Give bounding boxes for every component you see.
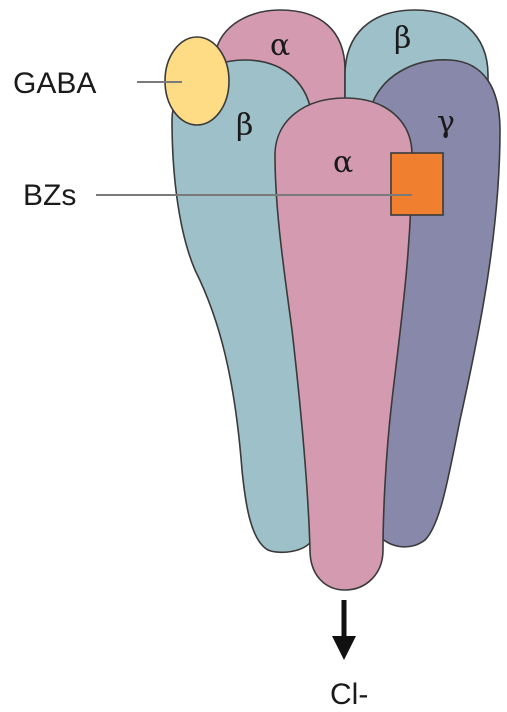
subunit-alpha-back-symbol: α [270,28,290,63]
arrow-down-icon [332,600,356,660]
subunit-gamma-symbol: γ [437,105,455,140]
subunit-beta-front-symbol: β [236,108,253,143]
bz-binding-site [391,153,443,215]
subunit-beta-back-symbol: β [394,21,411,56]
bzs-label: BZs [23,179,76,212]
subunit-alpha-front-symbol: α [333,145,353,180]
chloride-ion-label: Cl- [330,678,368,711]
gaba-label: GABA [13,67,96,100]
